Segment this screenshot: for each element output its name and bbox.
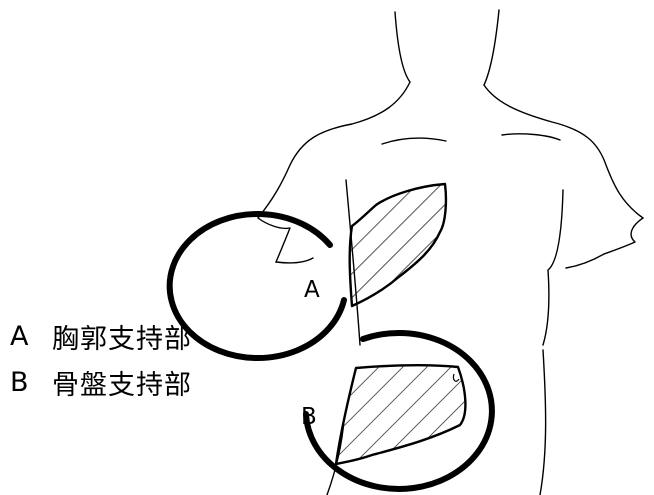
small-mark [452,373,460,382]
legend-label: 骨盤支持部 [52,369,192,401]
legend-item-b: B 骨盤支持部 [10,359,192,405]
chest-support-circle [166,211,347,361]
legend-key: B [10,366,30,398]
chest-support-area [348,182,448,308]
legend: A 胸郭支持部 B 骨盤支持部 [10,313,192,405]
marker-a: A [304,277,320,303]
legend-label: 胸郭支持部 [52,323,192,355]
marker-b: B [301,404,317,430]
pelvis-support-circle [303,329,495,492]
pelvis-support-area [334,364,467,466]
legend-item-a: A 胸郭支持部 [10,313,192,359]
legend-key: A [10,320,30,352]
